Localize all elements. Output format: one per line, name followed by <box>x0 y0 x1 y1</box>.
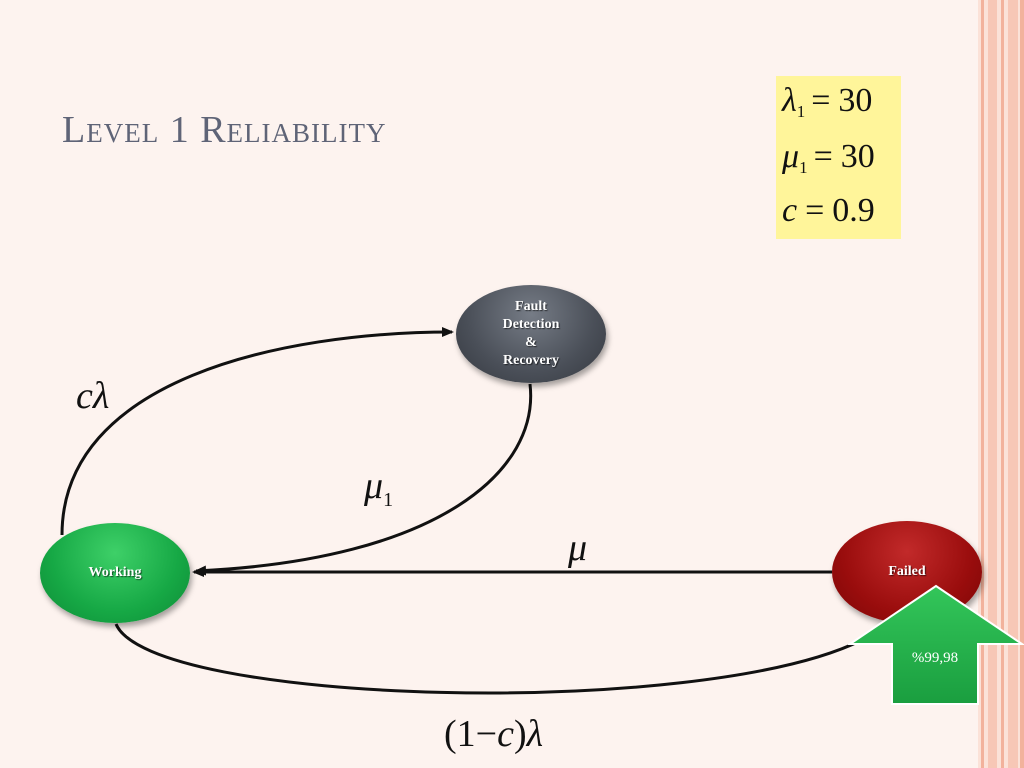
parameter-box: λ1=30 μ1=30 c=0.9 <box>776 76 901 239</box>
symbol-open: (1− <box>444 713 498 755</box>
param-equals: = <box>805 192 825 229</box>
callout-text: %99,98 <box>911 650 959 666</box>
fdr-label-line: Fault <box>515 299 547 314</box>
param-symbol: μ <box>782 138 800 175</box>
param-value: 30 <box>838 82 873 119</box>
working-label: Working <box>88 565 142 580</box>
symbol-c: c <box>76 375 93 417</box>
fdr-label-line: & <box>525 335 537 350</box>
param-value: 0.9 <box>832 192 875 229</box>
param-lambda1: λ1 =30 <box>782 82 872 122</box>
param-c: c=0.9 <box>782 192 875 230</box>
param-mu1: μ1 =30 <box>782 138 875 178</box>
param-symbol: c <box>782 192 798 229</box>
edge-label-mu1: μ1 <box>364 464 393 512</box>
callout-up-arrow <box>848 584 1024 705</box>
param-symbol: λ <box>782 82 797 119</box>
slide-title: Level 1 Reliability <box>62 109 387 151</box>
node-fault-detection-recovery: Fault Detection & Recovery <box>456 285 606 383</box>
fdr-label-line: Recovery <box>503 353 559 368</box>
param-value: 30 <box>840 138 875 175</box>
param-subscript: 1 <box>796 102 806 121</box>
edge-working-to-failed <box>114 623 863 695</box>
symbol-lambda: λ <box>526 713 544 755</box>
edge-working-to-fdr <box>60 327 454 536</box>
symbol-close: ) <box>513 713 527 755</box>
edge-fdr-to-working <box>194 383 533 576</box>
symbol-c: c <box>497 713 514 755</box>
edge-label-c-lambda: cλ <box>76 374 109 418</box>
param-equals: = <box>813 138 833 175</box>
symbol-subscript: 1 <box>383 489 394 511</box>
edge-label-mu: μ <box>568 526 587 570</box>
node-working: Working <box>40 523 190 623</box>
symbol-lambda: λ <box>92 375 110 417</box>
symbol-mu: μ <box>364 465 384 507</box>
failed-label: Failed <box>888 564 926 579</box>
param-subscript: 1 <box>799 158 808 177</box>
fdr-label-line: Detection <box>502 317 560 332</box>
param-equals: = <box>811 82 831 119</box>
symbol-mu: μ <box>568 527 588 569</box>
edge-label-one-minus-c-lambda: (1−c)λ <box>444 712 543 756</box>
